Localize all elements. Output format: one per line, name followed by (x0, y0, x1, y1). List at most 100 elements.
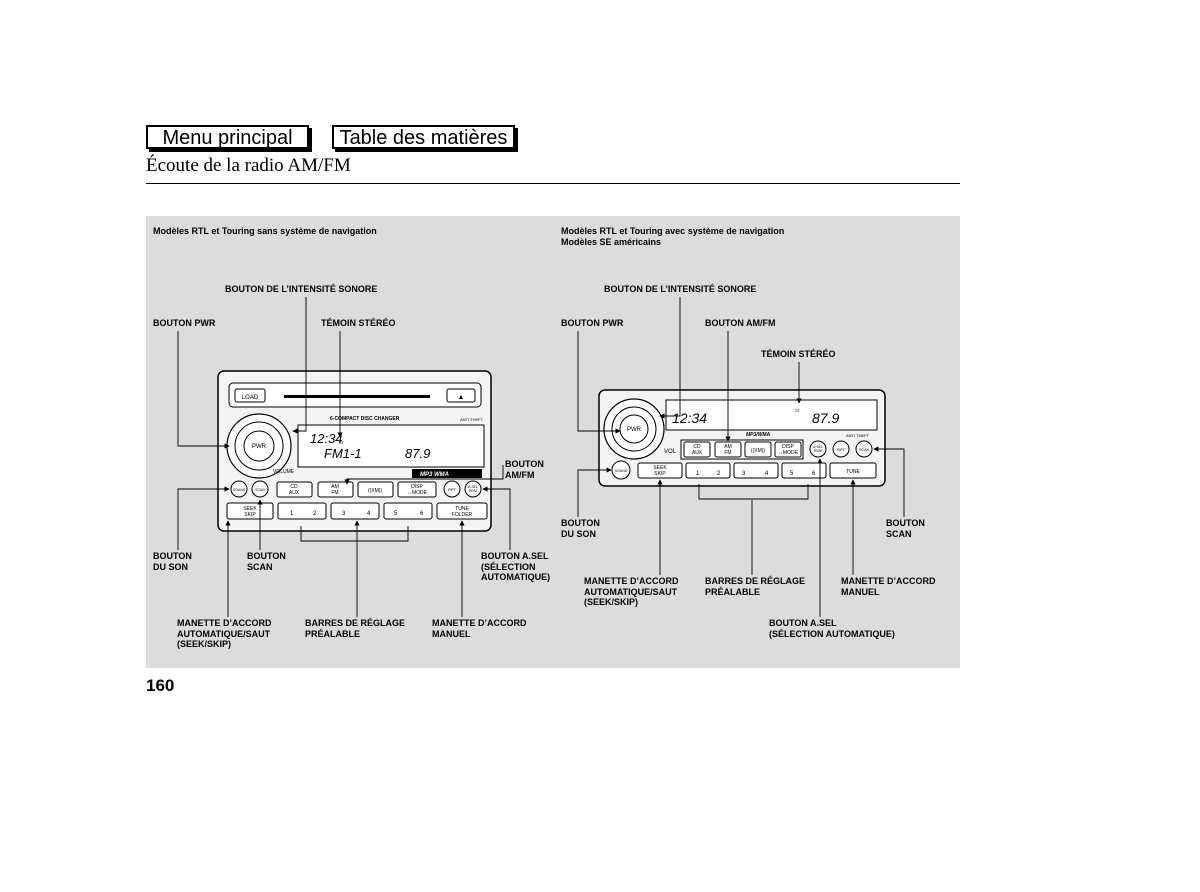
left-xm-text: ((XM)) (368, 488, 382, 494)
right-rdm-text: RDM (814, 449, 822, 453)
eject-button[interactable] (446, 388, 476, 403)
right-am-fm-button[interactable] (714, 441, 742, 458)
left-label-volume: BOUTON DE L’INTENSITÉ SONORE (225, 284, 378, 294)
left-xm-button[interactable] (357, 481, 394, 498)
left-tune-text: TUNE (455, 506, 469, 512)
left-sound-text: SOUND (233, 488, 246, 492)
page-title: Écoute de la radio AM/FM (146, 155, 351, 176)
left-label-scan: BOUTON SCAN (247, 551, 286, 572)
left-caption: Modèles RTL et Touring sans système de n… (153, 226, 377, 236)
left-scan-text: SCAN (255, 488, 265, 492)
left-preset-4: 4 (367, 511, 371, 517)
left-preset-2: 2 (313, 511, 317, 517)
load-button[interactable] (234, 388, 266, 403)
right-fm-text: FM (724, 450, 731, 456)
left-clock: 12:34 (310, 431, 343, 446)
right-st-indicator: ST (795, 408, 801, 413)
right-preset-5: 5 (790, 471, 794, 477)
right-clock: 12:34 (672, 410, 707, 426)
left-pwr-button[interactable] (243, 430, 275, 462)
right-caption: Modèles RTL et Touring avec système de n… (561, 226, 785, 247)
right-scan-button[interactable] (855, 440, 873, 458)
left-scan-button[interactable] (251, 480, 269, 498)
left-frequency: 87.9 (405, 446, 430, 461)
menu-principal-button[interactable]: Menu principal (146, 125, 309, 149)
left-cd-text: CD (290, 484, 298, 490)
right-asel-text: A.SEL (813, 445, 823, 449)
left-folder-text: FOLDER (452, 512, 473, 518)
right-cd-text: CD (693, 444, 701, 450)
left-sound-button[interactable] (230, 480, 248, 498)
left-radio-unit: LOAD ▲ 6-COMPACT DISC CHANGER ANTI THEFT… (217, 370, 492, 532)
right-preset-12[interactable] (685, 462, 731, 479)
right-sound-text: SOUND (615, 469, 628, 473)
left-preset-6: 6 (420, 511, 424, 517)
right-mp3-wma: MP3/WMA (746, 432, 771, 438)
right-seek-skip-bar[interactable] (637, 462, 683, 479)
left-asel-button[interactable] (464, 480, 482, 498)
left-rpt-button[interactable] (443, 480, 461, 498)
left-band: FM1-1 (324, 446, 362, 461)
right-preset-34[interactable] (733, 462, 779, 479)
right-disp-mode-button[interactable] (774, 441, 802, 458)
left-aux-text: AUX (289, 490, 300, 496)
right-asel-button[interactable] (809, 440, 827, 458)
left-mode-text: ↔MODE (407, 490, 428, 496)
right-label-stereo: TÉMOIN STÉRÉO (761, 349, 836, 359)
left-preset-12[interactable] (277, 502, 327, 520)
left-am-text: AM (331, 484, 339, 490)
right-aux-text: AUX (692, 450, 703, 456)
right-disp-text: DISP (782, 444, 794, 450)
eject-icon: ▲ (458, 394, 465, 401)
left-label-stereo: TÉMOIN STÉRÉO (321, 318, 396, 328)
right-sound-button[interactable] (611, 460, 631, 480)
right-tune-text: TUNE (846, 469, 860, 475)
right-antitheft-label: ANTI THEFT (846, 433, 870, 438)
left-am-fm-button[interactable] (317, 481, 354, 498)
right-label-amfm: BOUTON AM/FM (705, 318, 776, 328)
left-label-sound: BOUTON DU SON (153, 551, 192, 572)
left-tune-folder-bar[interactable] (436, 502, 488, 520)
left-mp3-wma: MP3 WMA (420, 472, 449, 478)
left-skip-text: SKIP (244, 512, 256, 518)
right-mode-text: ↔MODE (778, 450, 799, 456)
right-preset-4: 4 (765, 471, 769, 477)
right-radio-unit: PWR VOL 12:34 ST 87.9 MP3/WMA ANTI THEFT… (598, 389, 886, 487)
left-label-asel: BOUTON A.SEL (SÉLECTION AUTOMATIQUE) (481, 551, 551, 582)
right-vol-label: VOL (664, 449, 677, 455)
right-xm-button[interactable] (744, 441, 772, 458)
left-label-amfm: BOUTON AM/FM (505, 459, 544, 480)
left-label-preset: BARRES DE RÉGLAGE PRÉALABLE (305, 618, 406, 639)
left-antitheft-label: ANTI THEFT (460, 417, 484, 422)
left-seek-skip-bar[interactable] (226, 502, 274, 520)
right-xm-text: ((XM)) (751, 448, 765, 454)
right-label-seek: MANETTE D’ACCORD AUTOMATIQUE/SAUT (SEEK/… (584, 576, 679, 607)
left-preset-34[interactable] (330, 502, 380, 520)
left-cd-aux-button[interactable] (276, 481, 313, 498)
left-volume-label: VOLUME (273, 469, 295, 475)
right-label-volume: BOUTON DE L’INTENSITÉ SONORE (604, 284, 757, 294)
right-cd-aux-button[interactable] (683, 441, 711, 458)
left-preset-56[interactable] (383, 502, 433, 520)
right-label-scan: BOUTON SCAN (886, 518, 925, 539)
right-preset-56[interactable] (781, 462, 827, 479)
page-number: 160 (146, 676, 175, 695)
title-rule (146, 183, 960, 184)
right-frequency: 87.9 (812, 410, 839, 426)
table-des-matieres-button[interactable]: Table des matières (332, 125, 515, 149)
left-leader-lines (177, 297, 511, 617)
right-am-text: AM (724, 444, 732, 450)
right-tune-bar[interactable] (829, 462, 877, 479)
load-label: LOAD (242, 395, 259, 401)
left-disp-mode-button[interactable] (397, 481, 437, 498)
right-scan-text: SCAN (859, 448, 869, 452)
right-label-pwr: BOUTON PWR (561, 318, 624, 328)
left-disp-text: DISP (411, 484, 423, 490)
left-preset-3: 3 (342, 511, 346, 517)
right-preset-1: 1 (696, 471, 700, 477)
right-rpt-text: RPT (837, 447, 846, 452)
right-rpt-button[interactable] (832, 440, 850, 458)
left-label-tune: MANETTE D’ACCORD MANUEL (432, 618, 527, 639)
left-seek-text: SEEK (243, 506, 257, 512)
